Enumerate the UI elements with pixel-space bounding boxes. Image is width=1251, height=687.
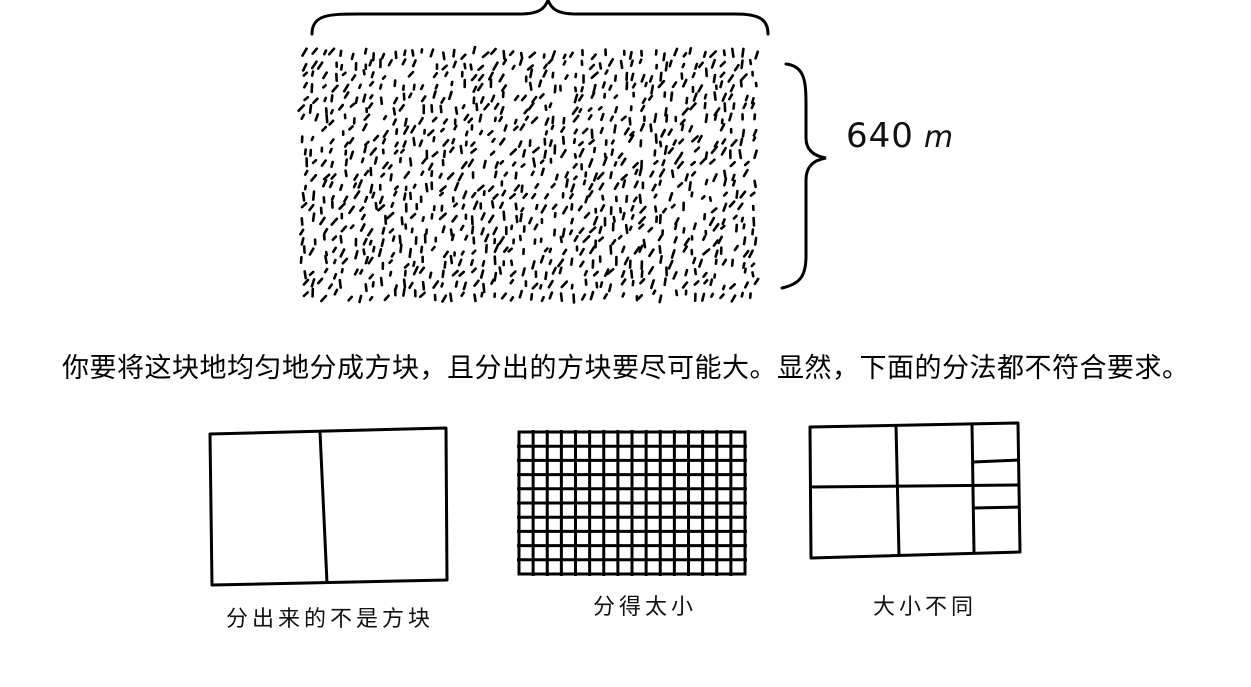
caption-not-squares: 分出来的不是方块 <box>225 607 434 632</box>
dimension-value: 640 <box>846 116 914 156</box>
dimension-unit: m <box>923 120 955 155</box>
example-halves <box>208 426 449 587</box>
right-brace <box>780 62 827 290</box>
example-fine-grid <box>517 430 747 576</box>
top-brace <box>310 0 770 36</box>
dimension-label: 640 m <box>846 116 954 156</box>
caption-too-small: 分得太小 <box>592 595 697 620</box>
example-unequal <box>808 421 1022 560</box>
caption-different-sizes: 大小不同 <box>872 595 977 620</box>
instruction-text: 你要将这块地均匀地分成方块，且分出的方块要尽可能大。显然，下面的分法都不符合要求… <box>62 353 1190 384</box>
land-field-dots <box>297 45 760 304</box>
